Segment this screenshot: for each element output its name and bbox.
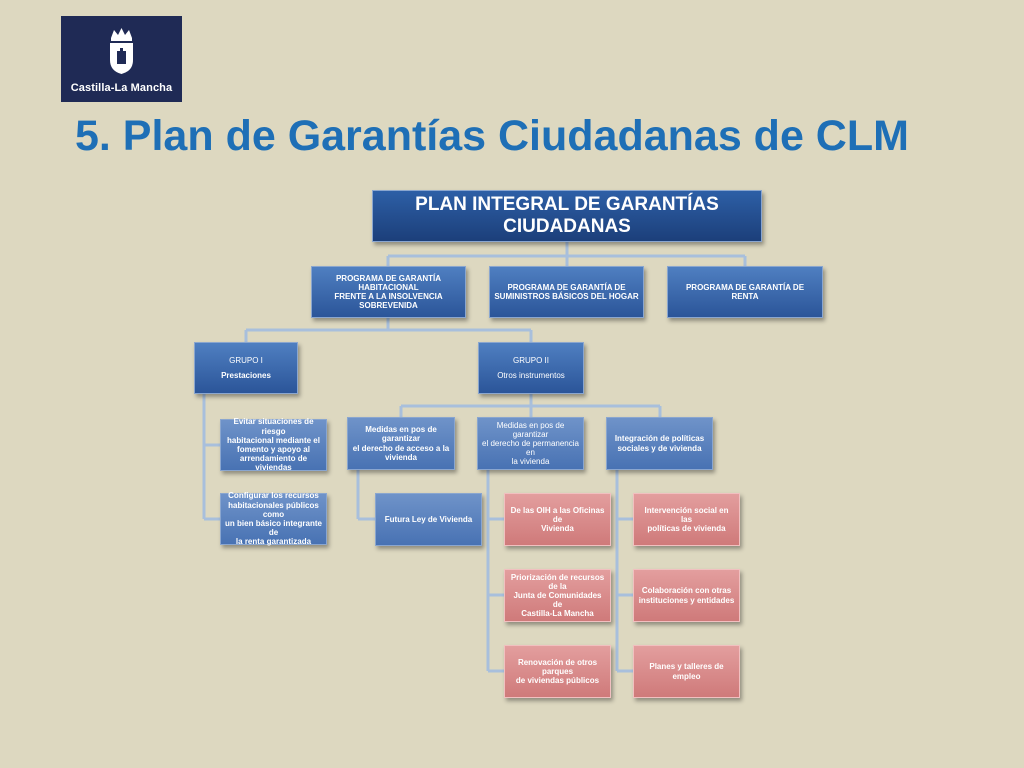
permanencia-item-1-line: Vivienda: [541, 524, 574, 534]
permanencia-item-3-line: de viviendas públicos: [515, 676, 600, 686]
integracion-item-1-line: Intervención social en las: [644, 505, 729, 524]
program-box-3-line: PROGRAMA DE GARANTÍA DE RENTA: [685, 282, 805, 301]
group-subtitle: Prestaciones: [221, 370, 271, 380]
grupo2-item-2-line: la vivienda: [511, 457, 550, 467]
integracion-item-1-line: políticas de vivienda: [647, 524, 726, 534]
integracion-item-2-line: instituciones y entidades: [638, 595, 735, 605]
group-box-2: GRUPO II Otros instrumentos: [478, 342, 584, 394]
grupo2-item-3-line: Integración de políticas: [614, 434, 705, 444]
grupo2-item-3-line: sociales y de vivienda: [617, 443, 702, 453]
acceso-item-1: Futura Ley de Vivienda: [375, 493, 482, 546]
grupo1-item-2-line: la renta garantizada: [235, 537, 312, 547]
program-box-1-line: FRENTE A LA INSOLVENCIA SOBREVENIDA: [334, 292, 443, 311]
permanencia-item-2-line: Junta de Comunidades de: [513, 590, 602, 610]
grupo2-item-1-line: Medidas en pos de garantizar: [365, 425, 437, 444]
group-subtitle: Otros instrumentos: [497, 370, 565, 380]
permanencia-item-1-line: De las OIH a las Oficinas de: [510, 505, 605, 524]
grupo2-item-1-line: el derecho de acceso a la: [352, 443, 450, 453]
group-name: GRUPO II: [512, 356, 549, 366]
grupo1-item-1-line: Evitar situaciones de riesgo: [233, 417, 314, 436]
logo-text: Castilla-La Mancha: [70, 82, 173, 94]
root-box-line: PLAN INTEGRAL DE GARANTÍAS: [415, 194, 719, 216]
acceso-item-1-line: Futura Ley de Vivienda: [384, 514, 473, 524]
grupo1-item-1-line: habitacional mediante el: [227, 435, 320, 445]
grupo1-item-1-line: arrendamiento de viviendas: [239, 454, 308, 473]
program-box-2-line: PROGRAMA DE GARANTÍA DE: [507, 282, 626, 292]
group-name: GRUPO I: [229, 356, 263, 366]
castilla-la-mancha-logo: Castilla-La Mancha: [61, 16, 182, 102]
program-box-2-line: SUMINISTROS BÁSICOS DEL HOGAR: [494, 292, 639, 301]
program-box-1-line: PROGRAMA DE GARANTÍA HABITACIONAL: [335, 273, 442, 292]
integracion-item-2-line: Colaboración con otras: [641, 586, 732, 596]
program-box-3: PROGRAMA DE GARANTÍA DE RENTA: [667, 266, 823, 318]
permanencia-item-2-line: Castilla-La Mancha: [521, 609, 594, 619]
permanencia-item-3-line: Renovación de otros parques: [517, 657, 598, 676]
grupo1-item-2-line: un bien básico integrante de: [225, 519, 322, 538]
integracion-item-3: Planes y talleres de empleo: [633, 645, 740, 698]
permanencia-item-2-line: Priorización de recursos de la: [510, 572, 605, 591]
coat-of-arms-icon: [110, 28, 133, 74]
grupo2-item-2-line: Medidas en pos de garantizar: [496, 420, 565, 439]
grupo1-item-2-line: habitacionales públicos como: [228, 500, 319, 519]
integracion-item-3-line: Planes y talleres de empleo: [649, 662, 724, 681]
grupo1-item-1-line: fomento y apoyo al: [237, 445, 310, 454]
grupo2-item-2-line: el derecho de permanencia en: [482, 438, 579, 458]
group-box-1: GRUPO I Prestaciones: [194, 342, 298, 394]
grupo1-item-2-line: Configurar los recursos: [228, 491, 319, 501]
root-box-line: CIUDADANAS: [503, 216, 631, 237]
grupo2-item-1-line: vivienda: [384, 452, 417, 462]
slide-title: 5. Plan de Garantías Ciudadanas de CLM: [75, 112, 909, 160]
